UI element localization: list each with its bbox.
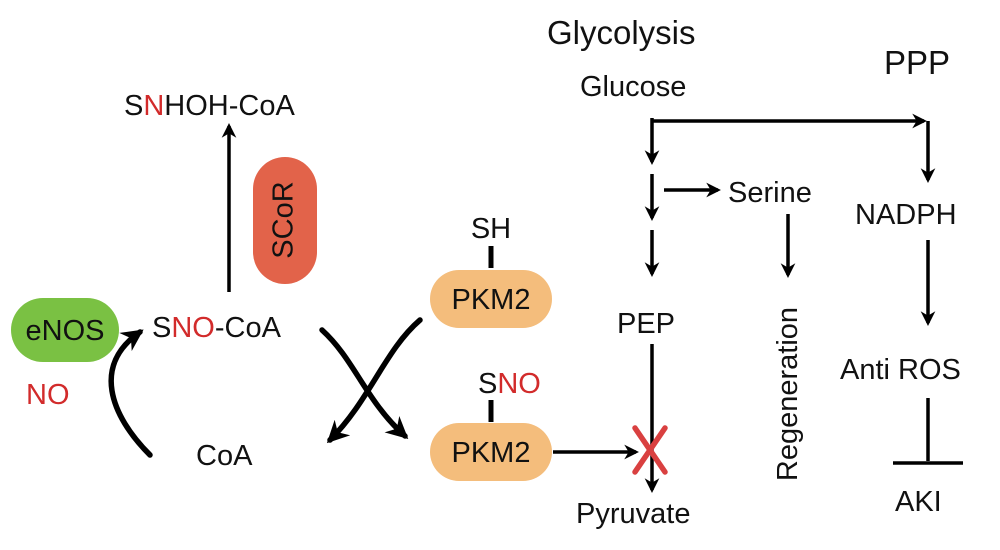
scor-enzyme-pill (253, 157, 317, 284)
pep-label: PEP (617, 308, 675, 340)
sno-transfer-arrow (319, 327, 409, 439)
regeneration-label: Regeneration (772, 307, 804, 481)
pkm2-top-pill (430, 270, 552, 328)
nadph-label: NADPH (855, 199, 957, 231)
block-x-icon (632, 425, 668, 475)
aki-label: AKI (895, 486, 942, 518)
serine-label: Serine (728, 177, 812, 209)
enos-enzyme-pill (11, 298, 119, 362)
scor-label: SCoR (268, 181, 300, 258)
pyruvate-label: Pyruvate (576, 498, 690, 530)
enos-label: eNOS (26, 315, 105, 347)
sno-pkm2-label: SNO (478, 368, 541, 400)
pkm2-top-label: PKM2 (452, 284, 531, 316)
ppp-title: PPP (884, 44, 950, 81)
pkm2-bottom-pill (430, 423, 552, 481)
sno-coa-label: SNO-CoA (152, 312, 282, 344)
glycolysis-title: Glycolysis (547, 14, 696, 51)
pkm2-bottom-label: PKM2 (452, 437, 531, 469)
pkm2-to-coa-arrow (326, 317, 423, 444)
sh-label: SH (471, 213, 511, 245)
coa-to-sno-coa-arrow (108, 329, 153, 458)
coa-label: CoA (196, 440, 253, 472)
anti-ros-label: Anti ROS (840, 354, 961, 386)
snhoh-coa-label: SNHOH-CoA (124, 90, 295, 122)
glucose-label: Glucose (580, 71, 686, 103)
no-label: NO (26, 379, 70, 411)
